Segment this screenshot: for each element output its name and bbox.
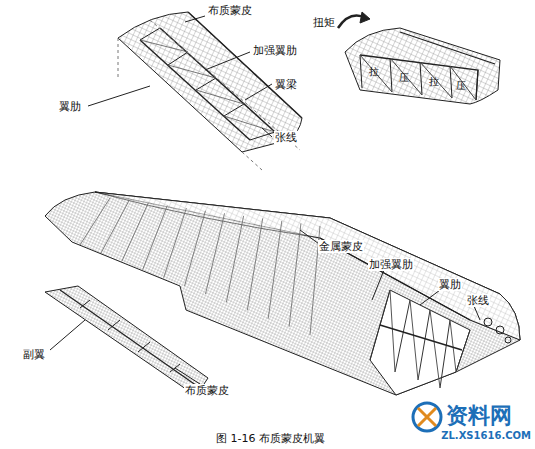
part-label: 拉 bbox=[368, 66, 380, 77]
part-label: 翼肋 bbox=[58, 100, 82, 113]
part-label: 张线 bbox=[274, 131, 298, 144]
part-label: 副翼 bbox=[22, 348, 46, 361]
part-label: 压 bbox=[455, 80, 467, 91]
part-label: 金属蒙皮 bbox=[318, 240, 364, 253]
watermark-logo bbox=[413, 403, 441, 431]
part-label: 加强翼肋 bbox=[368, 258, 414, 271]
part-label: 翼梁 bbox=[274, 78, 298, 91]
part-label: 扭矩 bbox=[312, 16, 336, 29]
watermark: 资料网 bbox=[445, 404, 513, 428]
watermark: ZL.XS1616.COM bbox=[440, 430, 532, 441]
figure-caption: 图 1-16 布质蒙皮机翼 bbox=[215, 432, 326, 445]
part-label: 布质蒙皮 bbox=[184, 384, 230, 397]
part-label: 翼肋 bbox=[438, 278, 462, 291]
part-label: 布质蒙皮 bbox=[207, 4, 253, 17]
part-label: 张线 bbox=[466, 294, 490, 307]
part-label: 加强翼肋 bbox=[252, 44, 298, 57]
part-label: 压 bbox=[398, 72, 410, 83]
part-label: 拉 bbox=[428, 76, 440, 87]
